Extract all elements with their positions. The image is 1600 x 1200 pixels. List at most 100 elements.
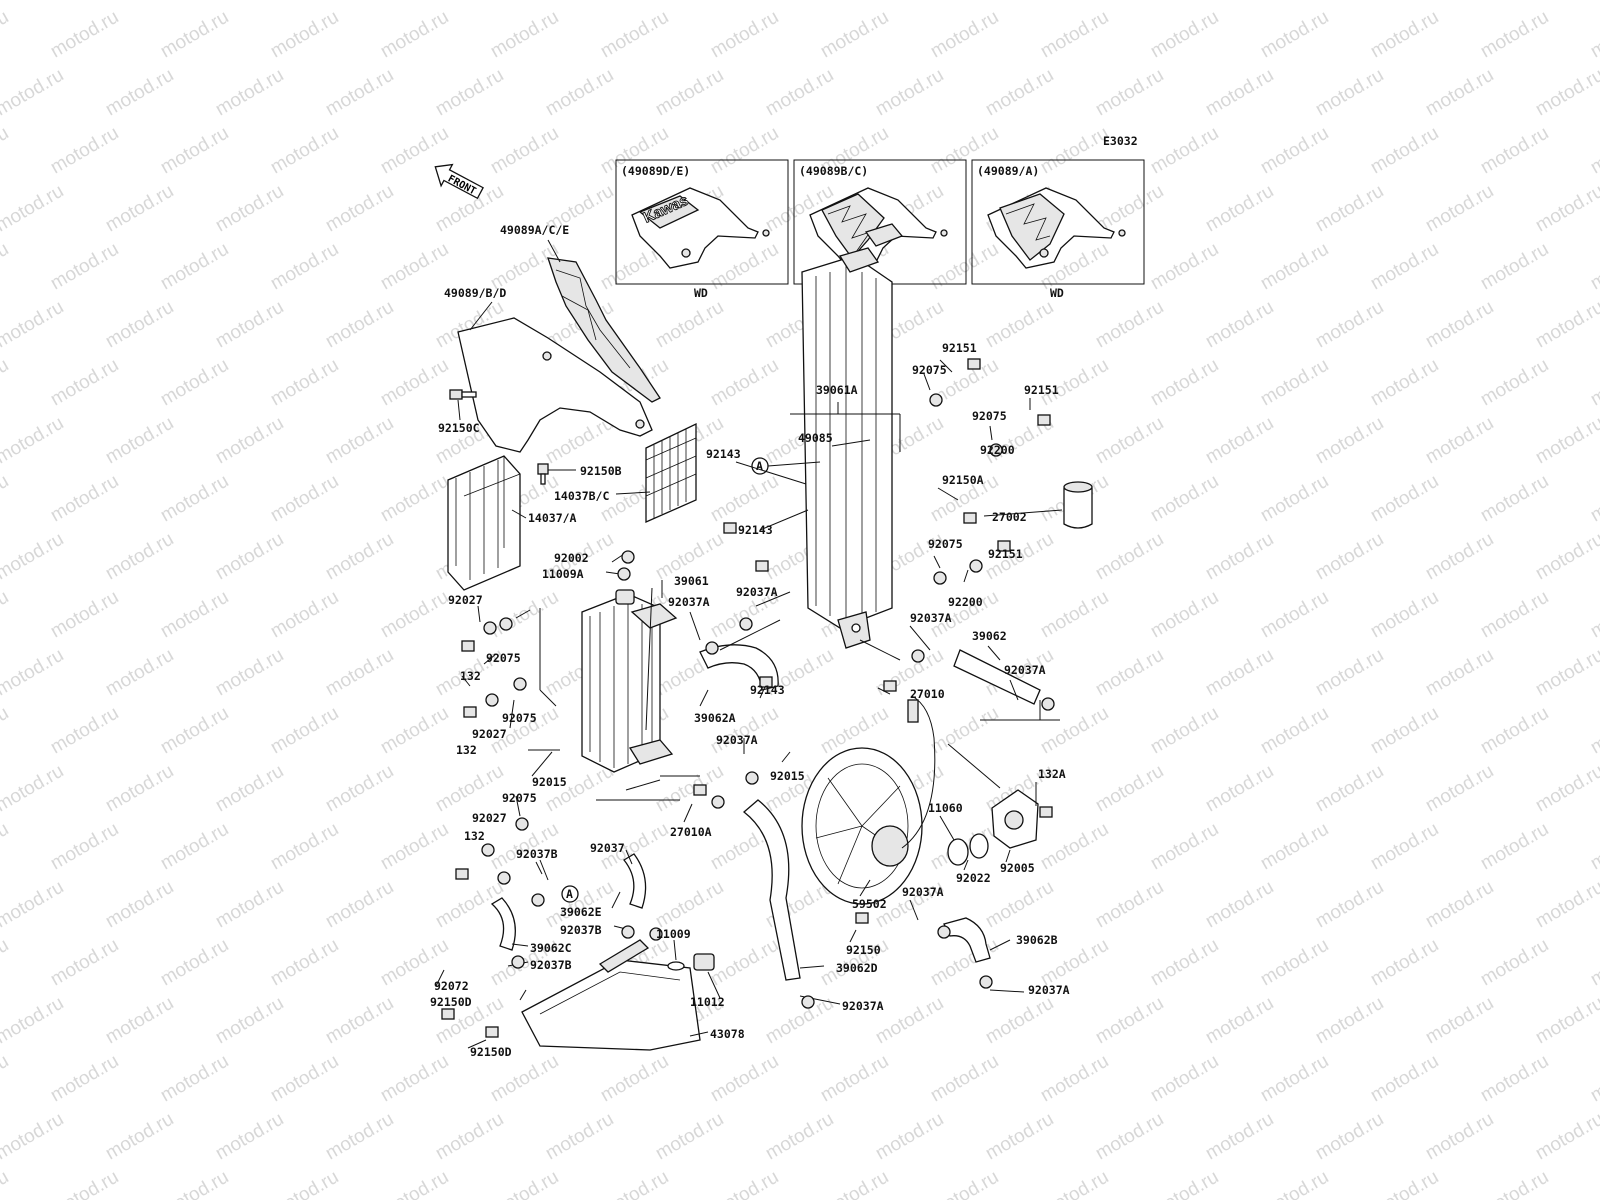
svg-text:A: A: [756, 459, 763, 473]
watermark-text: motod.ru: [1147, 819, 1222, 875]
radiator-guard-14037a: [447, 455, 521, 591]
watermark-text: motod.ru: [1257, 123, 1332, 179]
leader-line: [689, 1031, 709, 1037]
watermark-text: motod.ru: [1367, 587, 1442, 643]
part-label: 92037A: [668, 595, 710, 609]
part-label: 92037A: [1028, 983, 1070, 997]
watermark-text: motod.ru: [982, 1109, 1057, 1165]
watermark-text: motod.ru: [1092, 761, 1167, 817]
part-label: 92037B: [530, 958, 572, 972]
leader-line: [683, 803, 693, 823]
watermark-text: motod.ru: [652, 1109, 727, 1165]
leader-line: [467, 1039, 487, 1049]
part-label: 92027: [472, 727, 507, 741]
part-label: 92150D: [430, 995, 472, 1009]
watermark-text: motod.ru: [1312, 0, 1387, 4]
shroud-decal-line: [555, 269, 631, 369]
watermark-text: motod.ru: [982, 65, 1057, 121]
watermark-text: motod.ru: [1367, 1167, 1442, 1200]
watermark-text: motod.ru: [1147, 471, 1222, 527]
watermark-text: motod.ru: [157, 587, 232, 643]
shroud-decal-line: [561, 295, 597, 341]
part-label: 92037B: [516, 847, 558, 861]
hose-39062a: [699, 644, 779, 691]
shroud-hole: [1118, 229, 1126, 237]
part-label: 92037A: [902, 885, 944, 899]
part-label: 92027: [472, 811, 507, 825]
watermark-text: motod.ru: [1367, 7, 1442, 63]
watermark-text: motod.ru: [212, 877, 287, 933]
front-arrow-icon: FRONT: [434, 163, 484, 200]
shroud-decal: [821, 193, 885, 260]
watermark-text: motod.ru: [0, 819, 12, 875]
watermark-text: motod.ru: [47, 935, 122, 991]
inset-49089de: (49089D/E) Kawas WD: [615, 159, 789, 300]
leader-line: [461, 675, 471, 687]
bolt-92150c-icon: [449, 389, 477, 400]
bolt-icon: [759, 676, 773, 688]
watermark-text: motod.ru: [1147, 587, 1222, 643]
bolt-icon: [997, 540, 1011, 552]
watermark-text: motod.ru: [1477, 587, 1552, 643]
watermark-text: motod.ru: [1422, 65, 1497, 121]
part-label: 92150: [846, 943, 881, 957]
leader-line: [539, 689, 557, 707]
leader-line: [989, 939, 1011, 951]
watermark-text: motod.ru: [1312, 1109, 1387, 1165]
watermark-text: motod.ru: [1422, 181, 1497, 237]
part-label: 39062A: [694, 711, 736, 725]
watermark-text: motod.ru: [1367, 935, 1442, 991]
watermark-text: motod.ru: [0, 0, 67, 4]
leader-line: [1009, 679, 1019, 701]
fastener-icon: [499, 617, 513, 631]
watermark-text: motod.ru: [1477, 123, 1552, 179]
part-label: 39062B: [1016, 933, 1058, 947]
watermark-text: motod.ru: [1587, 1167, 1600, 1200]
leader-line: [645, 587, 653, 731]
watermark-text: motod.ru: [1587, 355, 1600, 411]
watermark-text: motod.ru: [652, 65, 727, 121]
watermark-text: motod.ru: [102, 761, 177, 817]
part-label: 92075: [928, 537, 963, 551]
watermark-text: motod.ru: [652, 877, 727, 933]
watermark-text: motod.ru: [267, 1167, 342, 1200]
inset-frame: [971, 159, 1145, 285]
watermark-text: motod.ru: [1422, 761, 1497, 817]
part-label: 132: [456, 743, 477, 757]
watermark-text: motod.ru: [707, 1167, 782, 1200]
watermark-text: motod.ru: [1477, 1051, 1552, 1107]
part-label: 92151: [942, 341, 977, 355]
hose-39062c: [490, 897, 516, 951]
watermark-text: motod.ru: [1147, 7, 1222, 63]
callout-marker-a: A: [561, 885, 579, 903]
fastener-icon: [1041, 697, 1055, 711]
shroud-panel: [457, 317, 653, 453]
fastener-icon: [705, 641, 719, 655]
fastener-icon: [711, 795, 725, 809]
fastener-icon: [513, 677, 527, 691]
part-label: 92075: [912, 363, 947, 377]
watermark-text: motod.ru: [212, 993, 287, 1049]
fan-wire: [901, 695, 936, 849]
watermark-text: motod.ru: [212, 761, 287, 817]
watermark-text: motod.ru: [1422, 297, 1497, 353]
watermark-text: motod.ru: [707, 1051, 782, 1107]
watermark-text: motod.ru: [927, 239, 1002, 295]
part-label: 92075: [502, 711, 537, 725]
watermark-text: motod.ru: [1312, 993, 1387, 1049]
watermark-text: motod.ru: [377, 819, 452, 875]
leader-line: [933, 555, 941, 569]
watermark-text: motod.ru: [487, 7, 562, 63]
watermark-text: motod.ru: [0, 1109, 67, 1165]
watermark-text: motod.ru: [1312, 529, 1387, 585]
fastener-icon: [933, 571, 947, 585]
shroud-hole: [635, 419, 645, 429]
watermark-text: motod.ru: [0, 761, 67, 817]
watermark-text: motod.ru: [377, 587, 452, 643]
part-label: 92143: [750, 683, 785, 697]
watermark-text: motod.ru: [1367, 471, 1442, 527]
watermark-text: motod.ru: [0, 877, 67, 933]
watermark-text: motod.ru: [1257, 355, 1332, 411]
watermark-text: motod.ru: [1202, 645, 1277, 701]
